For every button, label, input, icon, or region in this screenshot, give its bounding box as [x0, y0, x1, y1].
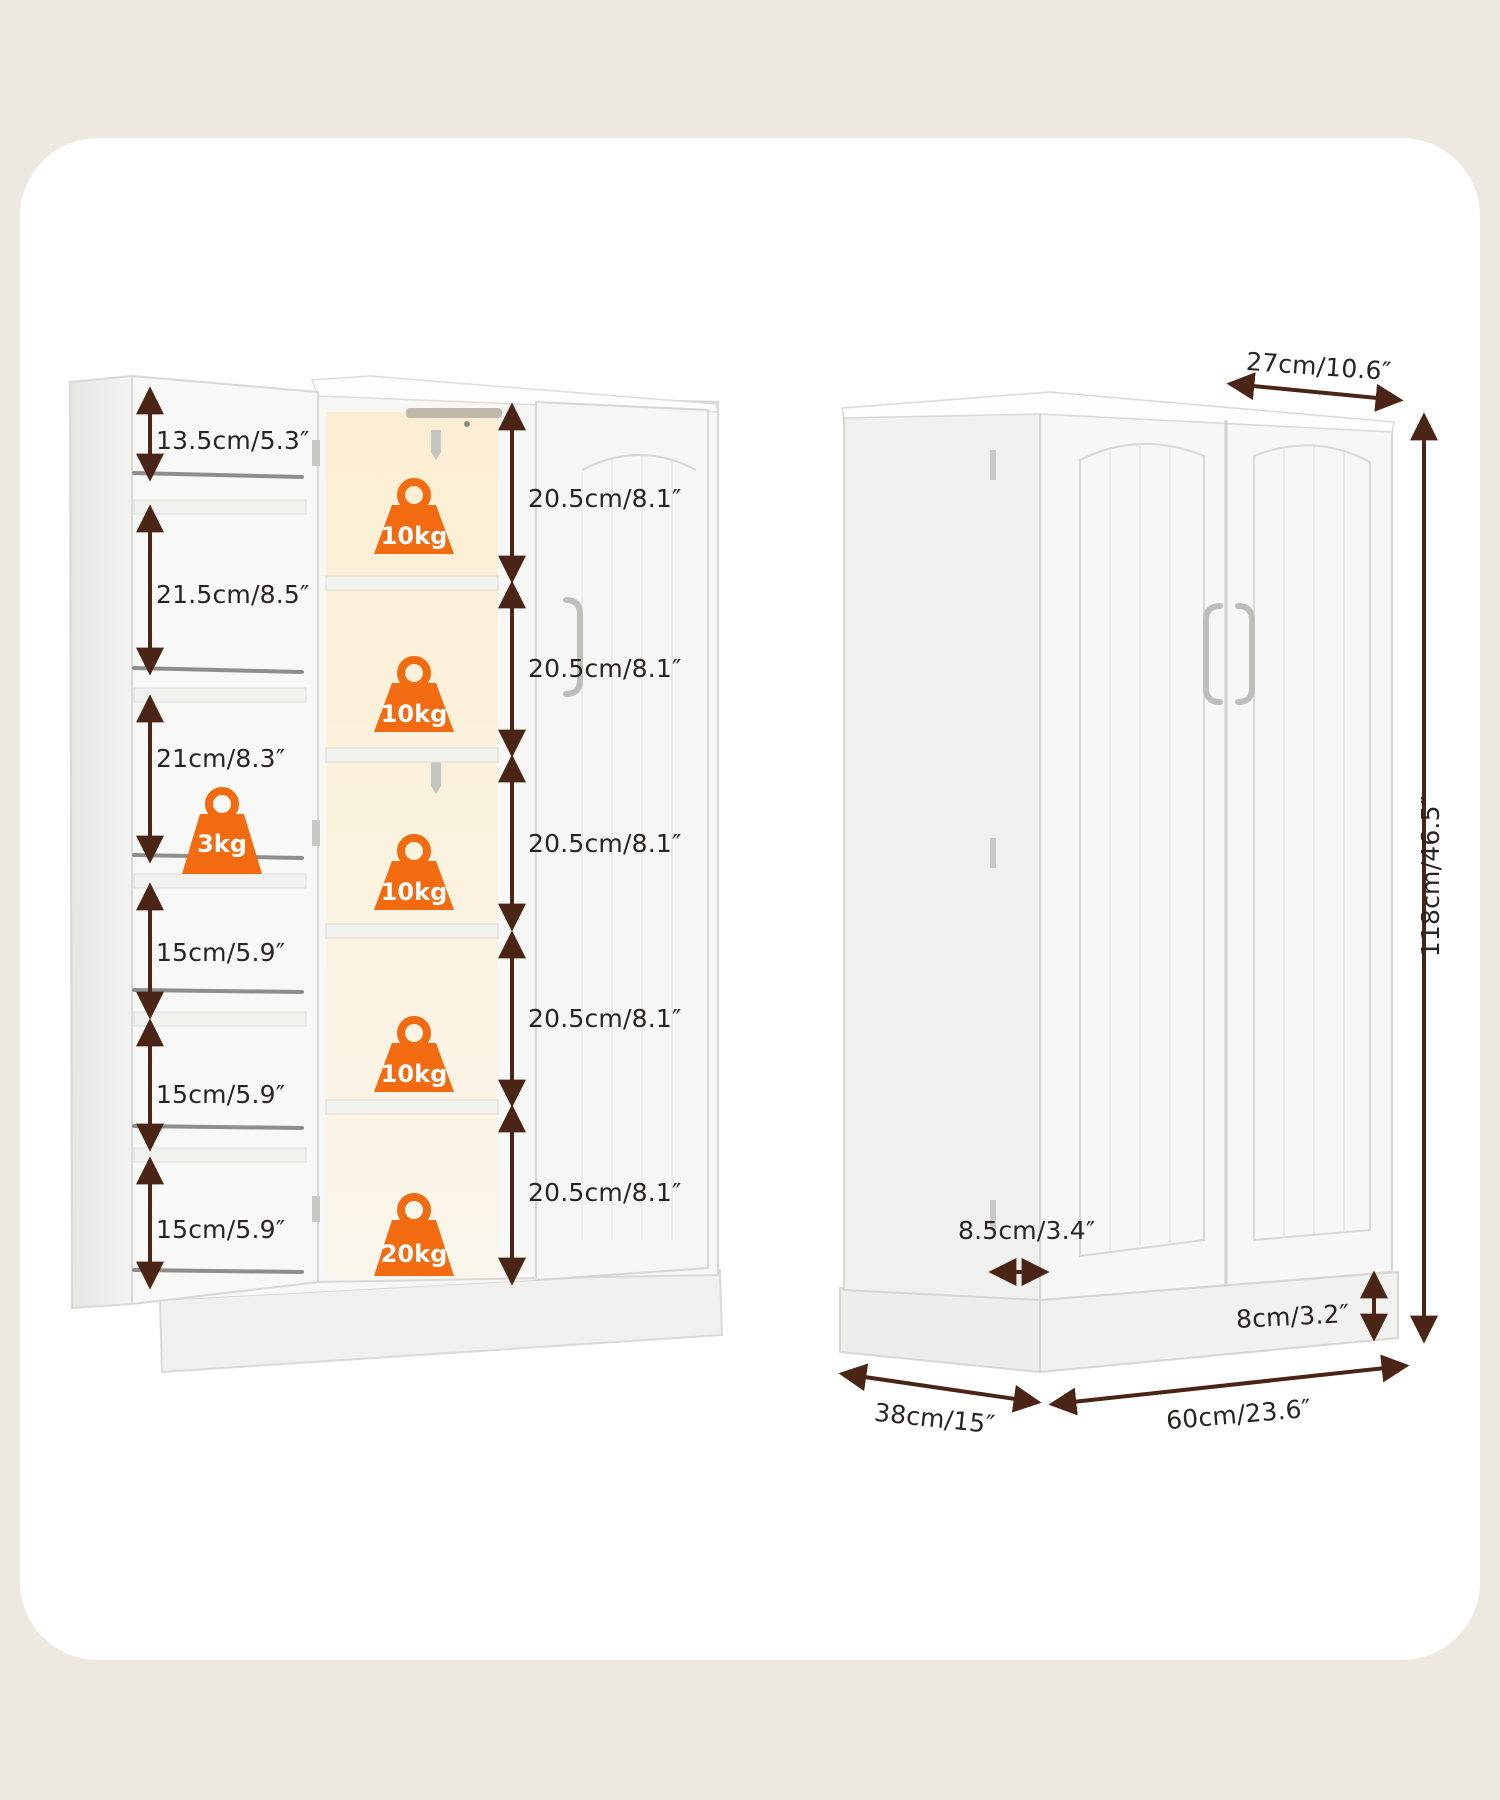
weight-capacity-label: 3kg — [197, 830, 247, 858]
door-shelf-height-label: 21.5cm/8.5″ — [156, 580, 310, 609]
weight-icon — [374, 1016, 454, 1092]
right-cabinet-top — [841, 391, 1395, 433]
weight-capacity-label: 20kg — [380, 1240, 448, 1268]
right-cabinet-front — [1039, 410, 1393, 1302]
door-shelf-height-label: 15cm/5.9″ — [156, 938, 286, 967]
weight-icon — [374, 656, 454, 732]
weight-capacity-label: 10kg — [380, 1060, 448, 1088]
door-shelf-height-label: 15cm/5.9″ — [156, 1215, 286, 1244]
weight-icon — [374, 1193, 454, 1276]
interior-shelves — [325, 575, 499, 1115]
weight-capacity-label: 10kg — [380, 522, 448, 550]
weight-icon — [374, 478, 454, 554]
closed-cabinet — [839, 391, 1399, 1374]
door-shelf-height-label: 15cm/5.9″ — [156, 1080, 286, 1109]
interior-shelf-height-label: 20.5cm/8.1″ — [528, 1004, 682, 1033]
base-height-label: 8cm/3.2″ — [1235, 1299, 1350, 1334]
interior-cavity — [326, 412, 498, 1278]
weight-capacity-label: 10kg — [380, 878, 448, 906]
door-shelf-height-label: 13.5cm/5.3″ — [156, 426, 310, 455]
weight-badges — [182, 478, 454, 1276]
door-thickness-label: 8.5cm/3.4″ — [958, 1216, 1096, 1245]
interior-shelf-height-label: 20.5cm/8.1″ — [528, 829, 682, 858]
led-light-bar — [406, 408, 502, 418]
weight-icon — [374, 834, 454, 910]
door-handle — [563, 597, 583, 697]
overall-dimension-arrows — [838, 372, 1438, 1416]
door-handle — [1235, 603, 1255, 705]
door-shelf-height-label: 21cm/8.3″ — [156, 744, 286, 773]
weight-icon — [182, 787, 262, 874]
double-arrow-icon — [838, 1363, 1042, 1413]
right-cabinet-base — [839, 1286, 1041, 1374]
door-handle — [1203, 603, 1223, 705]
right-cabinet-side — [843, 410, 1041, 1302]
double-arrow-icon — [1226, 372, 1404, 412]
interior-shelf-height-label: 20.5cm/8.1″ — [528, 484, 682, 513]
open-door-edge — [68, 374, 133, 1310]
height-label: 118cm/46.5″ — [1416, 795, 1446, 958]
double-arrow-icon — [1048, 1354, 1410, 1416]
door-shelves — [133, 499, 307, 1163]
interior-shelf-height-label: 20.5cm/8.1″ — [528, 1178, 682, 1207]
interior-shelf-height-label: 20.5cm/8.1″ — [528, 654, 682, 683]
weight-capacity-label: 10kg — [380, 700, 448, 728]
